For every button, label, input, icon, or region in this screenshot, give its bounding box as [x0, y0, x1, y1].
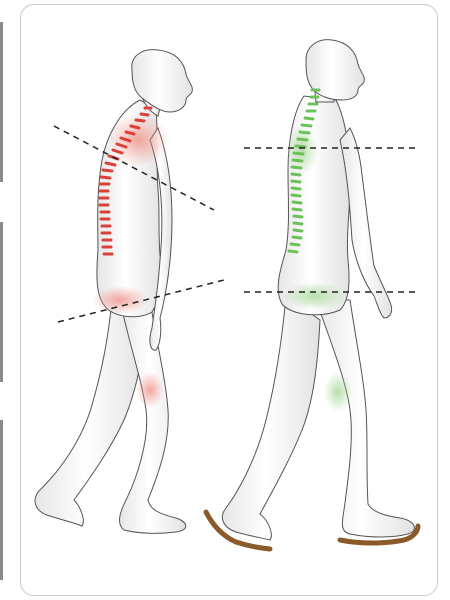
- knee-pain-zone: [136, 372, 164, 408]
- front-leg: [316, 300, 414, 537]
- poor-posture-figure: [35, 50, 224, 534]
- good-posture-figure: [206, 40, 420, 549]
- knee-balanced-zone: [324, 372, 352, 412]
- back-leg: [222, 296, 320, 540]
- torso: [278, 96, 350, 315]
- hip-pain-zone: [92, 286, 148, 314]
- hip-balanced-zone: [282, 282, 346, 310]
